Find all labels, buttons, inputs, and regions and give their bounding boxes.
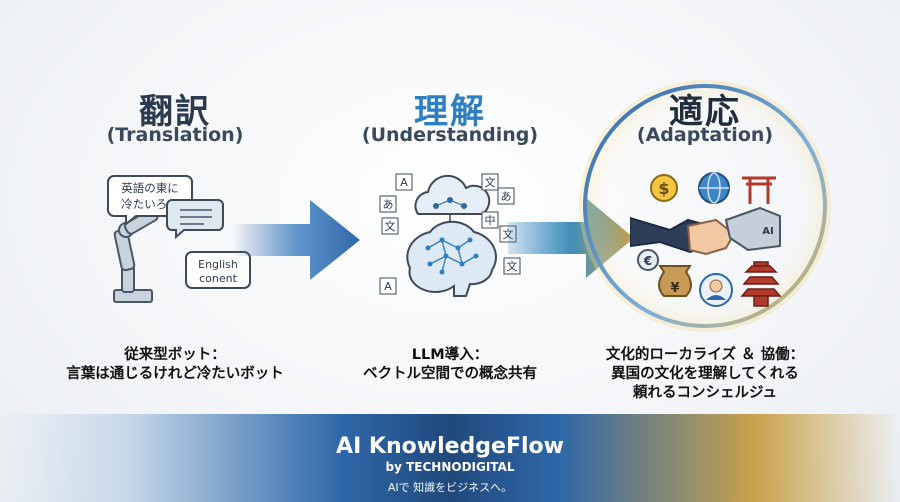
- globe-icon: [698, 172, 730, 204]
- stage-title-en: (Understanding): [361, 124, 539, 146]
- adaptation-illustration: $ AI € ¥: [630, 172, 782, 307]
- cloud-icon: [414, 174, 491, 230]
- bubble-top-line2: 冷たいろう: [121, 197, 179, 211]
- svg-text:¥: ¥: [670, 281, 679, 296]
- chat-bubble-icon: [166, 199, 224, 240]
- bubble-bottom-line1: English: [198, 258, 238, 271]
- arrow-right-icon: [232, 200, 360, 280]
- euro-coin-icon: €: [637, 249, 659, 271]
- chat-bubble-icon: English conent: [185, 251, 251, 289]
- stage-caption: 文化的ローカライズ ＆ 協働： 異国の文化を理解してくれる 頼れるコンシェルジュ: [555, 346, 855, 403]
- glyph-badge: あ: [501, 190, 512, 203]
- glyph-badge: 文: [385, 219, 396, 233]
- bubble-top-line1: 英語の東に: [121, 181, 179, 195]
- caption-line: LLM導入：: [411, 347, 489, 363]
- caption-line: 言葉は通じるけれど冷たいボット: [66, 366, 284, 382]
- person-icon: [699, 273, 733, 307]
- yen-bag-icon: ¥: [658, 265, 692, 297]
- stage-caption: LLM導入： ベクトル空間での概念共有: [300, 346, 600, 384]
- glyph-badge: 文: [485, 175, 496, 189]
- pagoda-icon: [740, 261, 782, 307]
- translation-illustration: 英語の東に 冷たいろう English conent: [107, 175, 251, 303]
- torii-icon: [742, 176, 776, 204]
- brand-by: by TECHNODIGITAL: [385, 460, 515, 474]
- robot-ai-label: AI: [762, 226, 773, 237]
- glyph-badge: A: [400, 176, 408, 189]
- caption-line: 文化的ローカライズ ＆ 協働：: [605, 347, 805, 363]
- brain-network-icon: [406, 220, 497, 297]
- glyph-badge: あ: [383, 198, 394, 211]
- stage-title-jp: 適応: [669, 92, 741, 132]
- svg-text:$: $: [658, 179, 669, 198]
- bubble-bottom-line2: conent: [199, 272, 237, 285]
- glyph-badge: 文: [507, 259, 518, 273]
- caption-line: 異国の文化を理解してくれる: [611, 366, 799, 382]
- footer-band: [0, 414, 900, 502]
- stage-title-en: (Adaptation): [636, 124, 774, 146]
- stage-title-en: (Translation): [106, 124, 244, 146]
- stage-title-jp: 翻訳: [139, 92, 211, 132]
- glyph-badge: 中: [485, 214, 496, 227]
- caption-line: 従来型ボット：: [124, 347, 226, 363]
- svg-text:€: €: [643, 254, 652, 268]
- understanding-illustration: A あ 文 あ 中 文 文 A 文: [379, 173, 521, 297]
- caption-line: 頼れるコンシェルジュ: [633, 385, 777, 401]
- brand-tagline: AIで 知識をビジネスへ。: [387, 481, 513, 494]
- stage-title-jp: 理解: [414, 92, 486, 132]
- dollar-coin-icon: $: [650, 174, 678, 202]
- brand-name: AI KnowledgeFlow: [336, 434, 564, 459]
- handshake-icon: AI: [630, 206, 781, 256]
- stage-caption: 従来型ボット： 言葉は通じるけれど冷たいボット: [25, 346, 325, 384]
- glyph-badge: A: [384, 280, 392, 293]
- caption-line: ベクトル空間での概念共有: [363, 366, 537, 382]
